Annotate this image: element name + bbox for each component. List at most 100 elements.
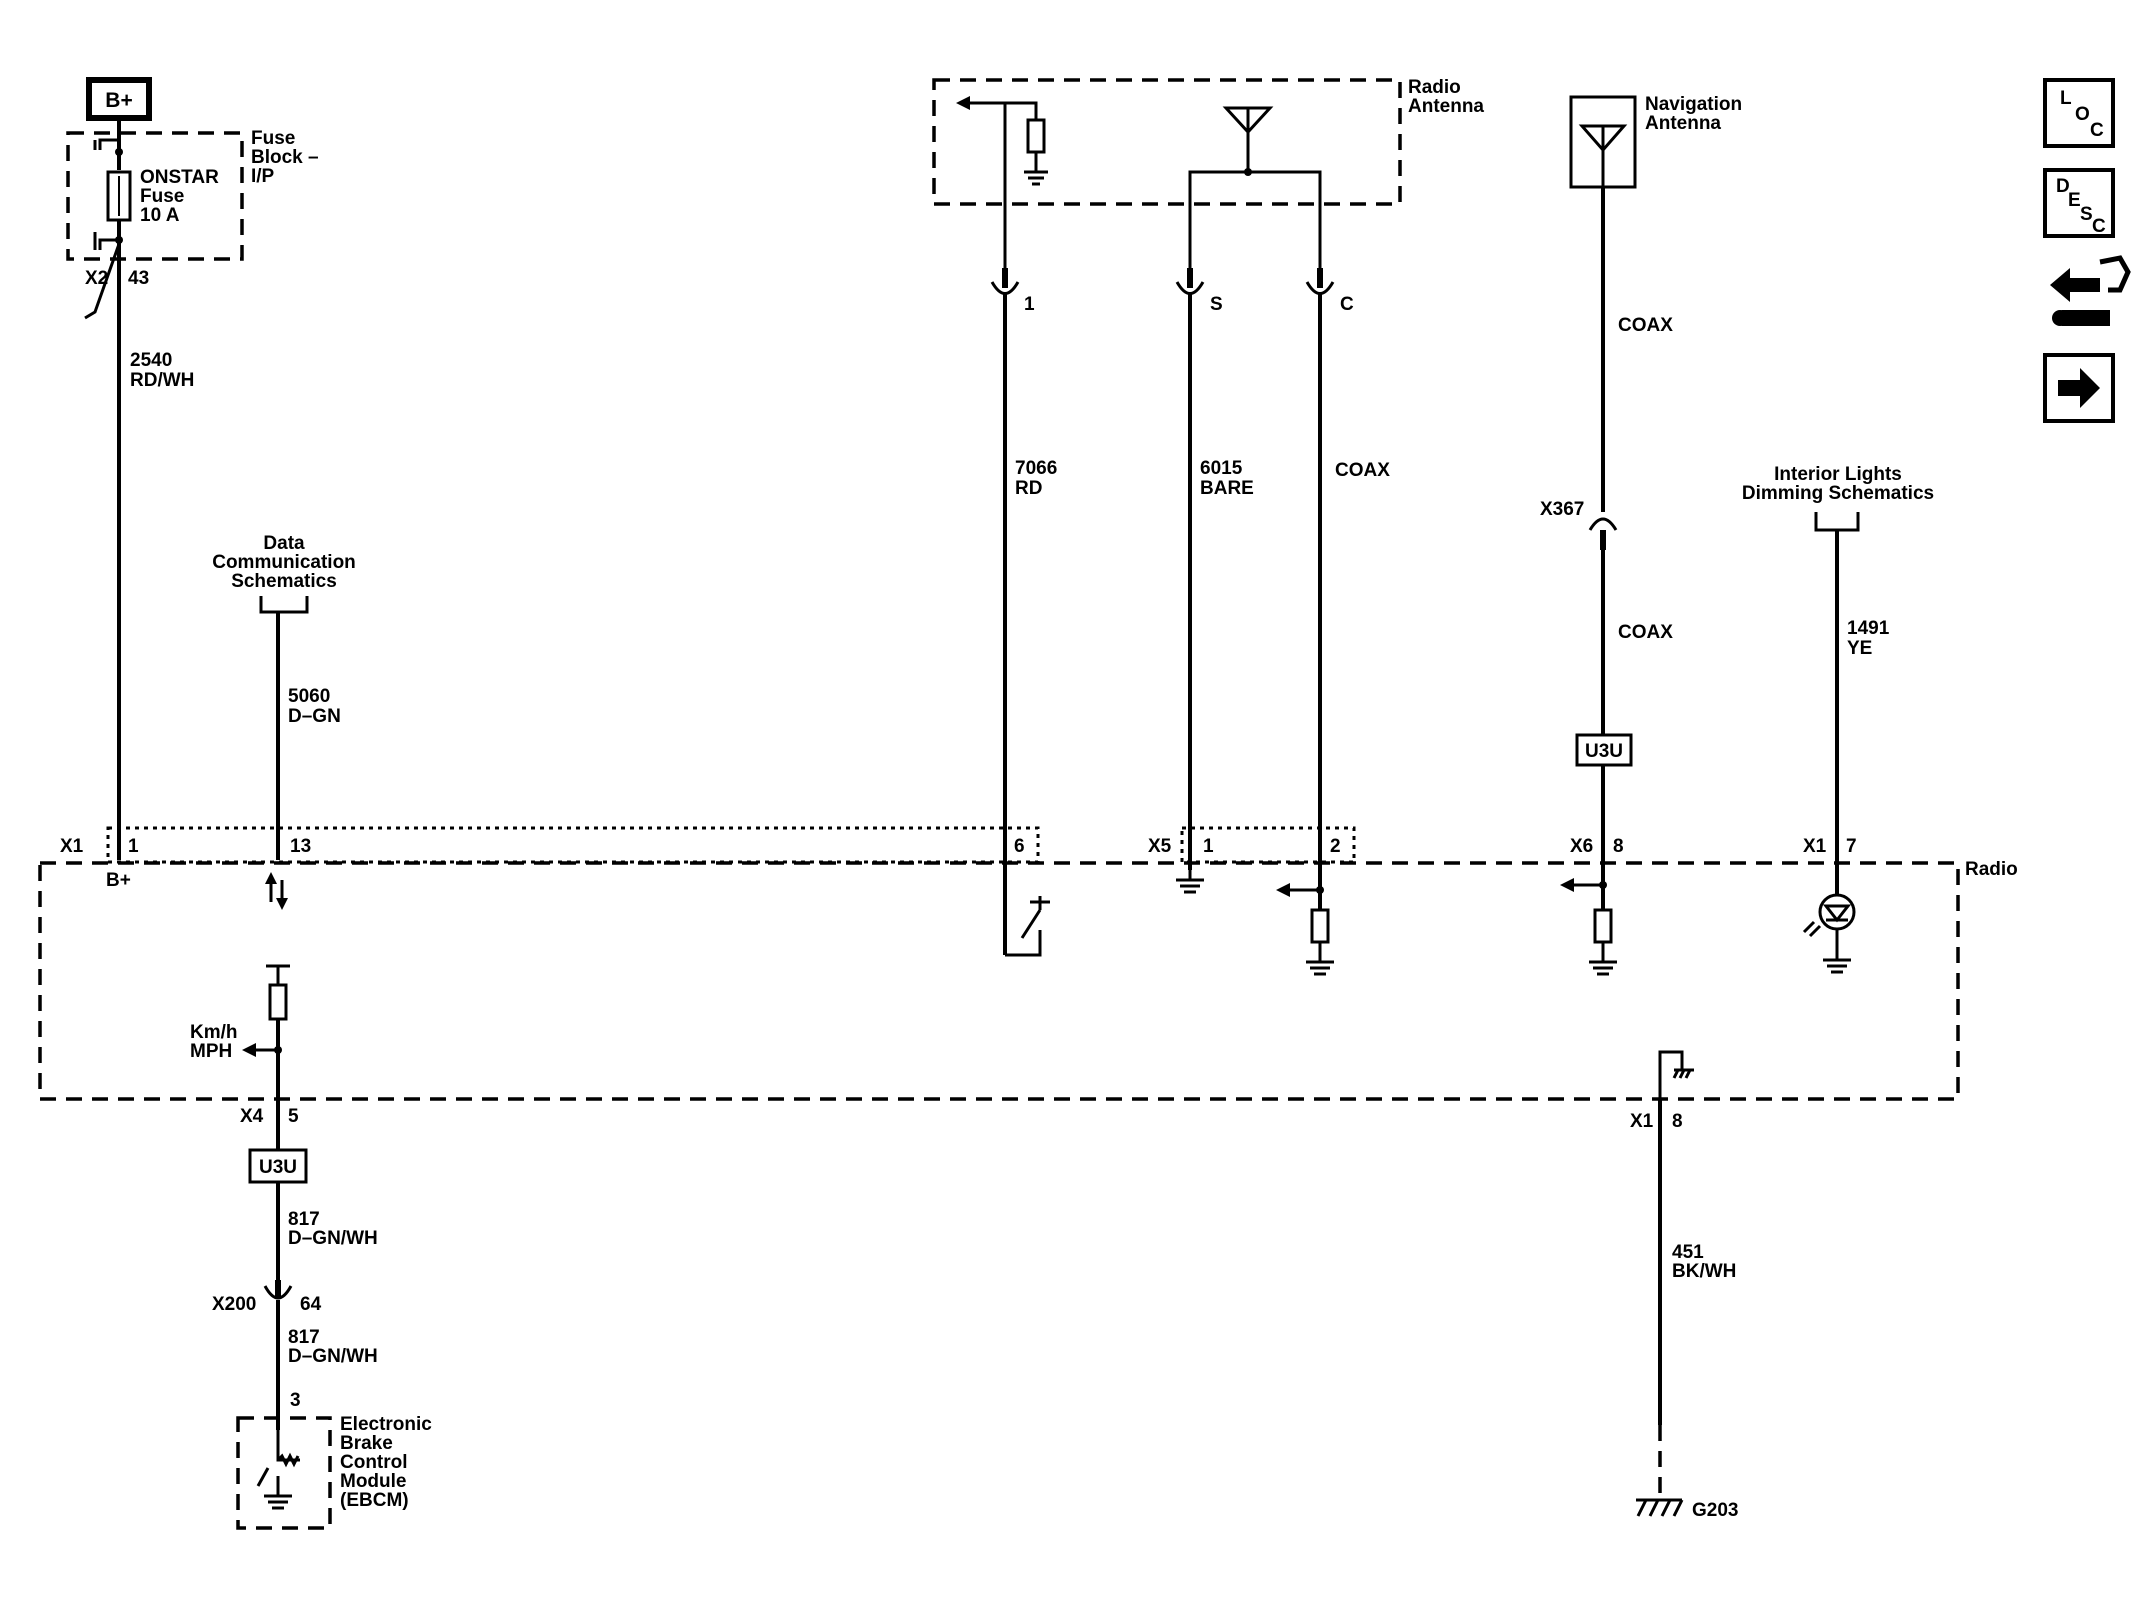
radio-x1-pin-13: 13: [290, 836, 311, 857]
wire-5060-color: D–GN: [288, 706, 341, 727]
wire-7066: 7066 RD: [1003, 294, 1057, 955]
wire-2540: 2540 RD/WH: [117, 244, 194, 860]
wire-817a-number: 817: [288, 1209, 320, 1230]
speed-output-line-1: Km/h: [190, 1022, 238, 1043]
wire-6015: 6015 BARE: [1188, 294, 1254, 870]
radio-x5-label: X5: [1148, 836, 1172, 857]
fuse-block-title-1: Fuse: [251, 128, 295, 149]
radio-x1c-label: X1: [1630, 1111, 1654, 1132]
radio-x1b-label: X1: [1803, 836, 1827, 857]
fuse-name: ONSTAR: [140, 167, 219, 188]
wire-coax-radio: COAX: [1318, 294, 1390, 910]
desc-letter-c: C: [2092, 216, 2106, 237]
wire-coax-nav-top-label: COAX: [1618, 315, 1673, 336]
ebcm-module: 3 Electronic Brake Control Module (EBCM): [236, 1390, 432, 1530]
wire-6015-color: BARE: [1200, 478, 1254, 499]
desc-button[interactable]: D E S C: [2043, 168, 2115, 238]
wire-451: X1 8 451 BK/WH: [1630, 1100, 1736, 1500]
wire-817-lower: 817 D–GN/WH: [276, 1300, 378, 1430]
radio-x6-pin-8: 8: [1613, 836, 1624, 857]
b-plus-source: B+: [86, 77, 152, 121]
radio-x5-pin-2: 2: [1330, 836, 1341, 857]
wire-coax-nav-bottom-label: COAX: [1618, 622, 1673, 643]
wire-817-upper: X4 5 U3U 817 D–GN/WH: [240, 1106, 378, 1280]
loc-button[interactable]: L O C: [2043, 78, 2115, 148]
data-communication-reference: Data Communication Schematics: [212, 533, 356, 614]
x200-pin-64: 64: [300, 1294, 322, 1315]
right-arrow-icon: [2058, 368, 2100, 408]
wire-451-color: BK/WH: [1672, 1261, 1736, 1282]
radio-x1b-pin-7: 7: [1846, 836, 1857, 857]
x367-connector-label: X367: [1540, 499, 1584, 520]
fuse-block-title-3: I/P: [251, 166, 275, 187]
nav-antenna-title-1: Navigation: [1645, 94, 1742, 115]
radio-x5-pin-1: 1: [1203, 836, 1214, 857]
wire-2540-color: RD/WH: [130, 370, 194, 391]
wire-2540-number: 2540: [130, 350, 172, 371]
wire-1491: 1491 YE: [1835, 530, 1890, 895]
radio-antenna-pin-s: S: [1210, 294, 1223, 315]
ebcm-title-2: Brake: [340, 1433, 393, 1454]
desc-letter-d: D: [2056, 176, 2070, 197]
repair-tool-icon[interactable]: [2050, 255, 2131, 326]
radio-antenna-pin-1: 1: [1024, 294, 1035, 315]
x200-label: X200: [212, 1294, 256, 1315]
wire-817b-number: 817: [288, 1327, 320, 1348]
fuse-block-title-2: Block –: [251, 147, 319, 168]
x200-connector: X200 64: [212, 1280, 322, 1315]
radio-antenna-title-1: Radio: [1408, 77, 1461, 98]
wire-7066-color: RD: [1015, 478, 1042, 499]
speed-output-line-2: MPH: [190, 1041, 232, 1062]
wire-1491-color: YE: [1847, 638, 1872, 659]
data-comm-line-2: Communication: [212, 552, 356, 573]
u3u-right-label: U3U: [1585, 741, 1623, 762]
x2-connector-label: X2: [85, 268, 108, 289]
next-arrow-button[interactable]: [2043, 353, 2115, 423]
radio-module: Radio X1 1 13 6 X5 1 2 X6 8 X1 7 B+: [38, 826, 2018, 1120]
wire-6015-number: 6015: [1200, 458, 1243, 479]
wire-5060: 5060 D–GN: [276, 612, 341, 860]
wire-coax-radio-label: COAX: [1335, 460, 1390, 481]
b-plus-label: B+: [105, 89, 132, 112]
wire-817b-color: D–GN/WH: [288, 1346, 378, 1367]
loc-letter-c: C: [2090, 120, 2104, 141]
fuse-word: Fuse: [140, 186, 184, 207]
ebcm-title-3: Control: [340, 1452, 408, 1473]
radio-x1-pin-6: 6: [1014, 836, 1025, 857]
wire-451-number: 451: [1672, 1242, 1704, 1263]
interior-lights-line-1: Interior Lights: [1774, 464, 1902, 485]
radio-antenna-title-2: Antenna: [1408, 96, 1484, 117]
wire-817a-color: D–GN/WH: [288, 1228, 378, 1249]
u3u-left-label: U3U: [259, 1157, 297, 1178]
radio-title: Radio: [1965, 859, 2018, 880]
ebcm-title-1: Electronic: [340, 1414, 432, 1435]
radio-x4-pin-5: 5: [288, 1106, 299, 1127]
fuse-block: Fuse Block – I/P ONSTAR Fuse 10 A X2 43: [66, 118, 319, 320]
ground-g203: G203: [1636, 1498, 1738, 1521]
desc-letter-e: E: [2068, 190, 2081, 211]
ebcm-title-4: Module: [340, 1471, 407, 1492]
radio-x1c-pin-8: 8: [1672, 1111, 1683, 1132]
loc-letter-o: O: [2075, 104, 2090, 125]
loc-letter-l: L: [2060, 88, 2072, 109]
radio-antenna-pin-c: C: [1340, 294, 1354, 315]
radio-x1-pin-1: 1: [128, 836, 139, 857]
u3u-option-tag-left: [248, 1148, 308, 1184]
interior-lights-line-2: Dimming Schematics: [1742, 483, 1934, 504]
wire-1491-number: 1491: [1847, 618, 1890, 639]
ground-g203-label: G203: [1692, 1500, 1738, 1521]
ebcm-title-5: (EBCM): [340, 1490, 409, 1511]
wire-7066-number: 7066: [1015, 458, 1057, 479]
nav-antenna-title-2: Antenna: [1645, 113, 1721, 134]
wire-coax-nav: COAX X367 COAX U3U: [1540, 187, 1673, 885]
radio-x1-label: X1: [60, 836, 84, 857]
x2-pin-43: 43: [128, 268, 149, 289]
desc-letter-s: S: [2080, 204, 2093, 225]
radio-antenna: Radio Antenna 1 S C: [932, 77, 1484, 315]
navigation-antenna: Navigation Antenna: [1569, 94, 1742, 189]
fuse-rating: 10 A: [140, 205, 180, 226]
interior-lights-reference: Interior Lights Dimming Schematics: [1742, 464, 1934, 532]
wire-5060-number: 5060: [288, 686, 330, 707]
data-comm-line-3: Schematics: [231, 571, 337, 592]
radio-b-plus: B+: [106, 870, 131, 891]
